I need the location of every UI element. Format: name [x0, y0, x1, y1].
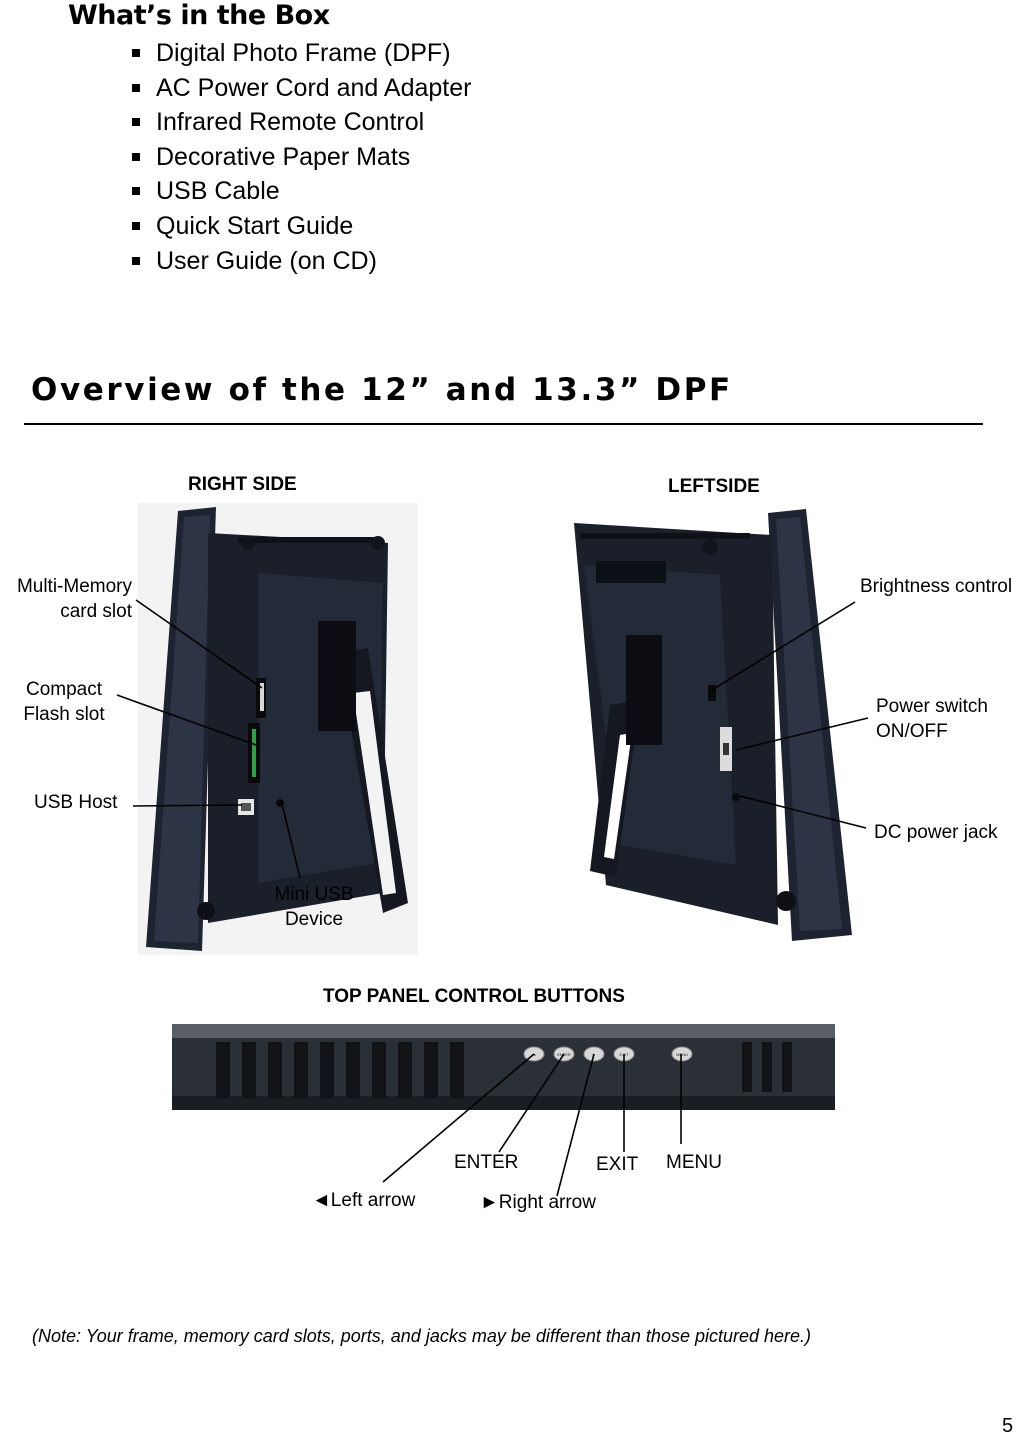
callout-exit: EXIT	[596, 1154, 639, 1175]
button-cap-label: ENTER	[557, 1052, 571, 1057]
section-title-overview: Overview of the 12” and 13.3” DPF	[31, 372, 733, 408]
callout-right-arrow: ►Right arrow	[480, 1192, 596, 1213]
list-item: AC Power Cord and Adapter	[130, 73, 471, 108]
callout-menu: MENU	[666, 1152, 722, 1173]
right-side-label: RIGHT SIDE	[188, 474, 297, 495]
button-cap-label: EXIT	[620, 1052, 629, 1057]
button-cap-label: ►	[592, 1052, 596, 1057]
callout-enter: ENTER	[454, 1152, 519, 1173]
list-item: Decorative Paper Mats	[130, 142, 471, 177]
button-cap-label: ◄	[532, 1052, 536, 1057]
list-item: Quick Start Guide	[130, 211, 471, 246]
left-side-photo	[560, 505, 856, 945]
callout-brightness-control: Brightness control	[860, 576, 1013, 597]
box-contents-list: Digital Photo Frame (DPF) AC Power Cord …	[130, 38, 471, 280]
top-panel-label: TOP PANEL CONTROL BUTTONS	[323, 986, 625, 1007]
callout-usb-host: USB Host	[34, 792, 118, 813]
list-item: USB Cable	[130, 176, 471, 211]
callout-left-arrow: ◄Left arrow	[312, 1190, 416, 1211]
section-divider	[24, 423, 983, 425]
list-item: Infrared Remote Control	[130, 107, 471, 142]
top-panel-photo: ◄ ENTER ► EXIT MENU	[172, 1024, 835, 1110]
callout-power-switch: Power switch ON/OFF	[876, 696, 988, 742]
page-number: 5	[1002, 1415, 1014, 1437]
button-cap-label: MENU	[676, 1052, 688, 1057]
list-item: Digital Photo Frame (DPF)	[130, 38, 471, 73]
list-item: User Guide (on CD)	[130, 246, 471, 281]
callout-mini-usb-device: Mini USB Device	[274, 884, 354, 930]
callout-compact-flash-slot: Compact Flash slot	[23, 679, 105, 725]
callout-multi-memory-card-slot: Multi-Memory card slot	[16, 576, 132, 622]
section-title-whats-in-box: What’s in the Box	[68, 0, 330, 31]
callout-dc-power-jack: DC power jack	[874, 822, 998, 843]
disclaimer-note: (Note: Your frame, memory card slots, po…	[32, 1326, 812, 1346]
left-side-label: LEFTSIDE	[668, 476, 760, 497]
right-side-photo	[138, 503, 418, 955]
